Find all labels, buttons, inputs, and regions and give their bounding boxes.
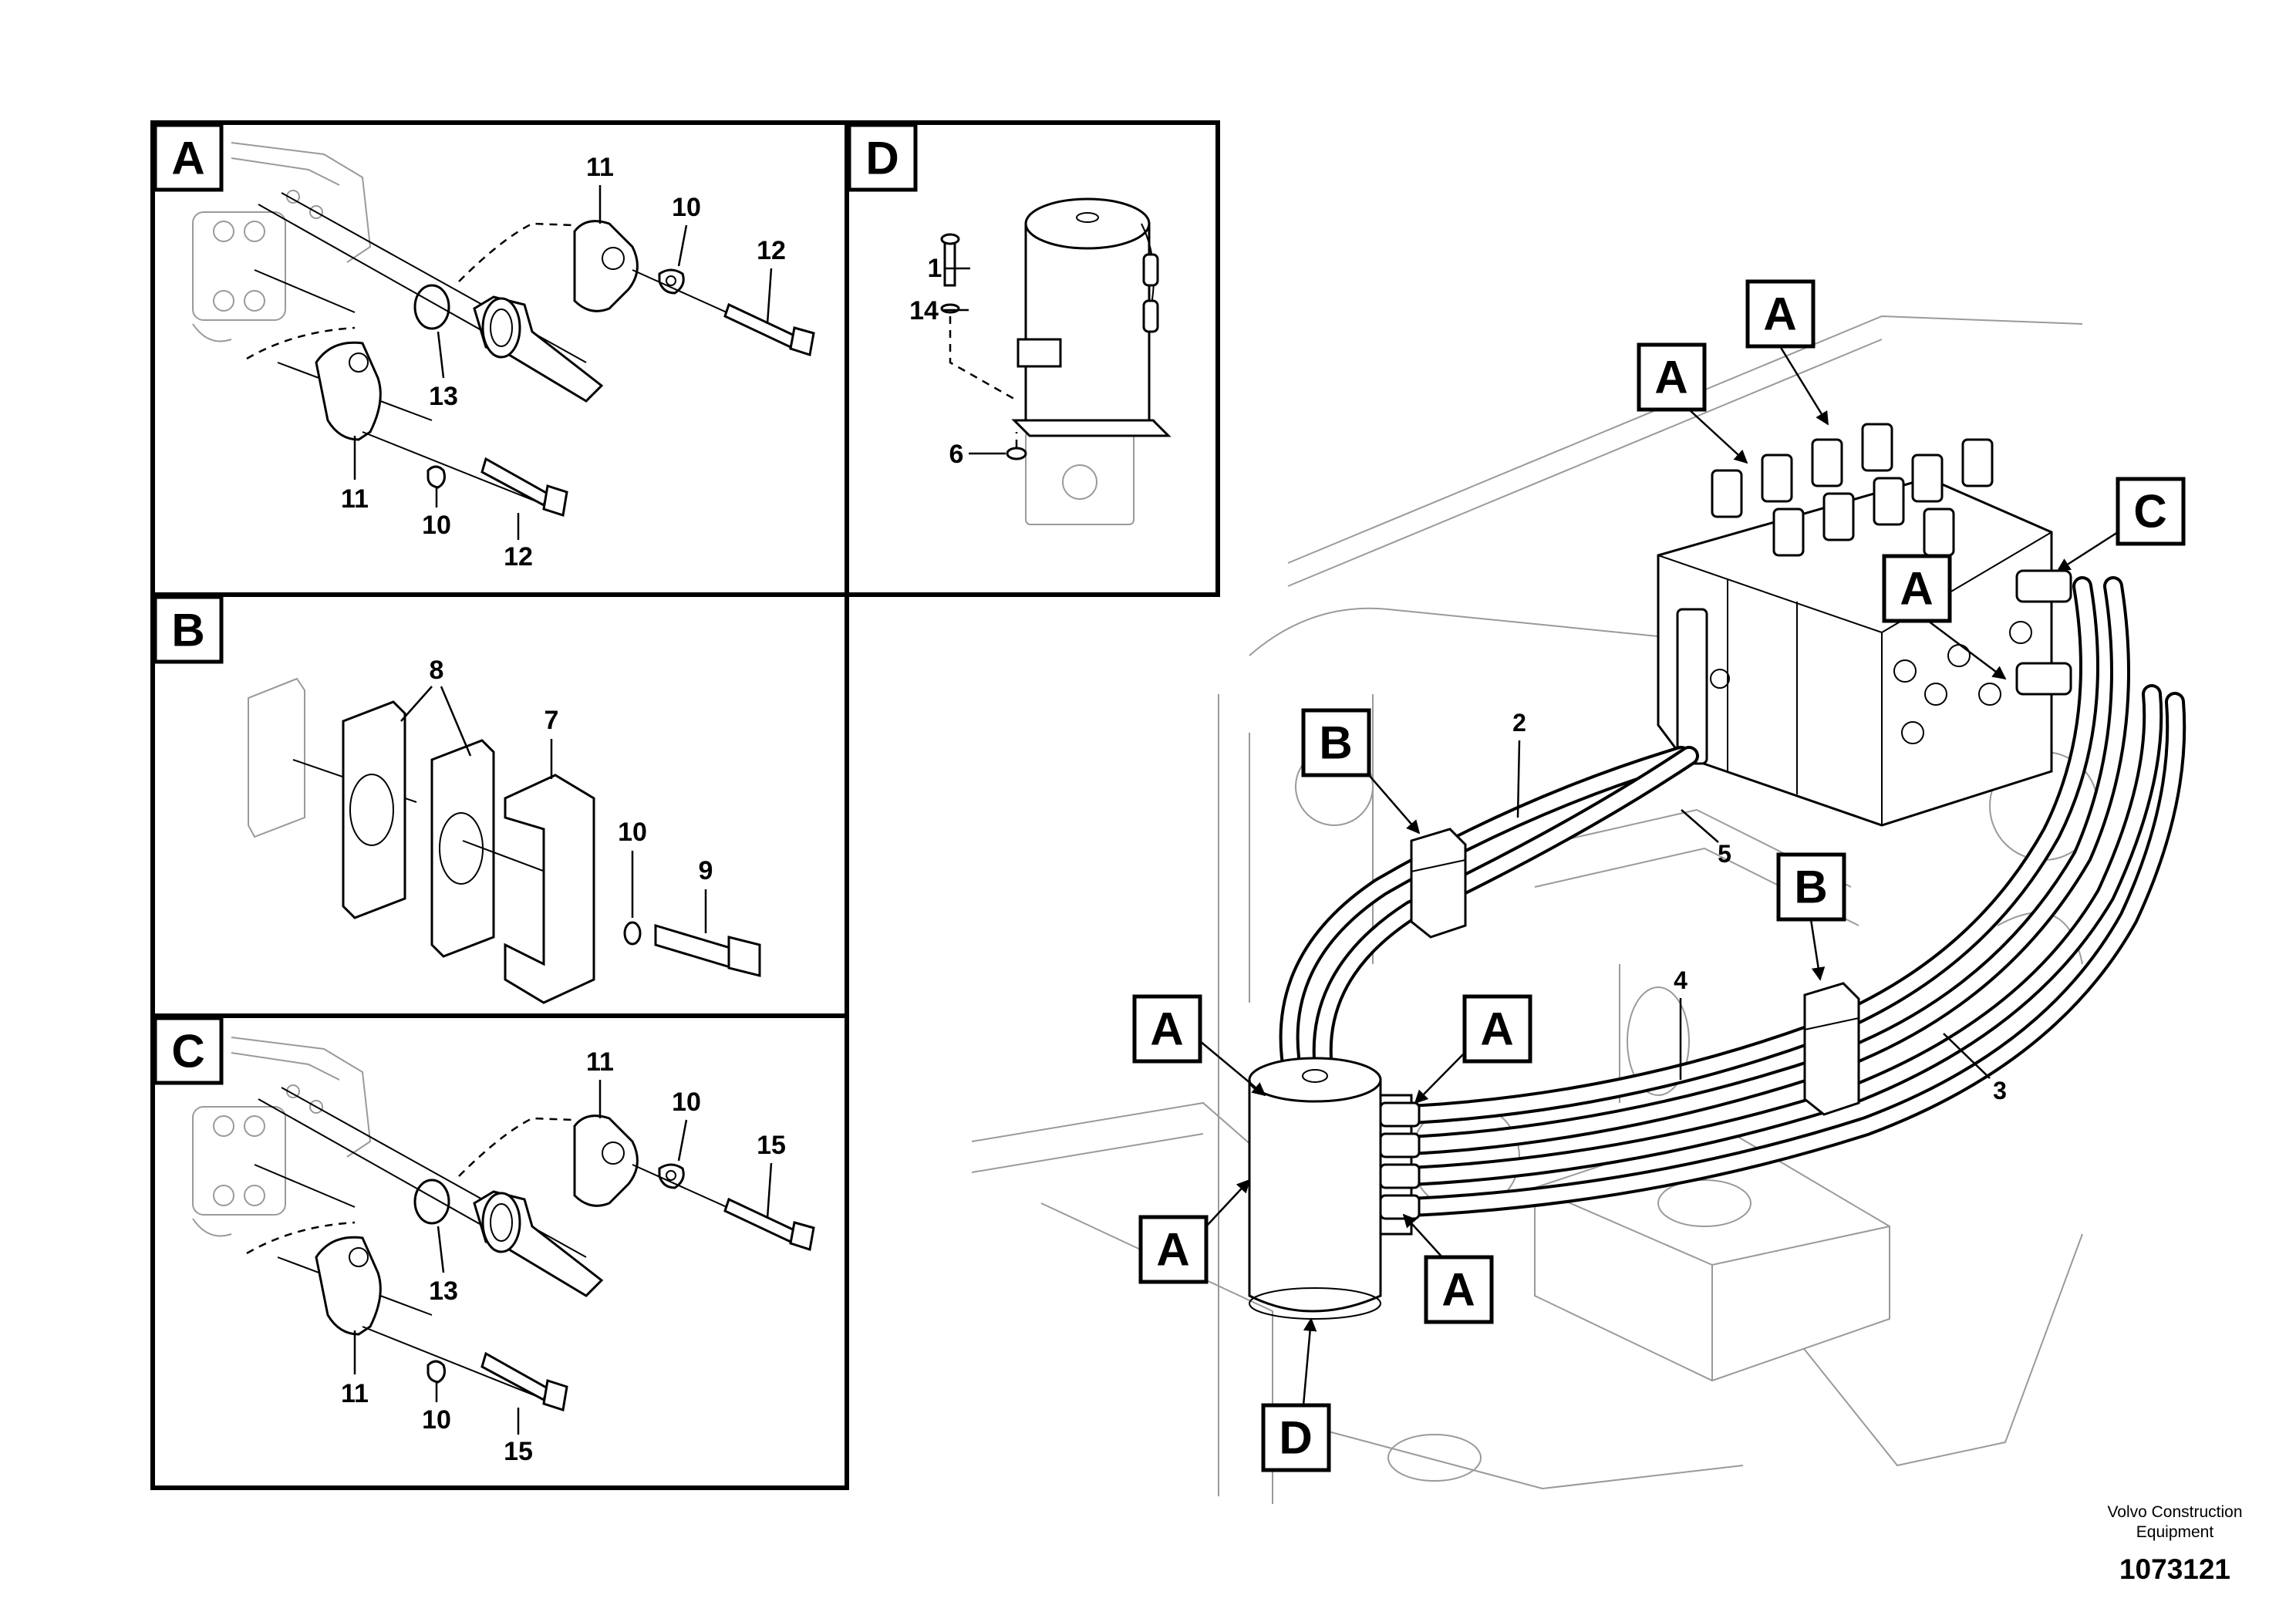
panel-d-tag-box — [847, 123, 918, 192]
drawing-number: 1073121 — [2119, 1553, 2231, 1585]
callout-c — [2116, 477, 2186, 546]
callout-b-left-letter: B — [1319, 717, 1352, 769]
callout-a-valve-letter: A — [1900, 563, 1933, 615]
panel-b-clamp-drawing — [248, 677, 761, 1004]
callout-a-right-lower — [1424, 1255, 1494, 1324]
callout-a-right-lower-letter: A — [1441, 1264, 1475, 1316]
credit-line-1: Volvo Construction — [2107, 1503, 2243, 1521]
panel-c-tag: C — [171, 1026, 204, 1077]
panel-b-tag-box — [153, 595, 224, 664]
panel-d-tag: D — [865, 133, 899, 184]
panel-d-solenoid-drawing — [940, 197, 1172, 525]
panel-c-label-11-top: 11 — [586, 1047, 614, 1077]
panel-c-flange-drawing — [192, 1037, 815, 1411]
panel-c-frame — [150, 1013, 849, 1490]
callout-a-left-lower-letter: A — [1156, 1224, 1189, 1276]
control-valve-block — [1657, 423, 2072, 827]
panel-c-label-15-bottom: 15 — [504, 1437, 533, 1466]
panel-a-label-11-bottom: 11 — [341, 484, 369, 514]
panel-c-tag-box — [153, 1016, 224, 1085]
panel-d-label-6: 6 — [949, 440, 964, 469]
callout-b-right-letter: B — [1794, 862, 1827, 913]
solenoid-cylinder — [1248, 1057, 1421, 1320]
panel-c-label-13: 13 — [429, 1276, 458, 1306]
hose-label-3: 3 — [1993, 1077, 2007, 1104]
callout-a-second — [1637, 342, 1707, 412]
panel-a-tag-box — [153, 123, 224, 192]
panel-a-label-12-bottom: 12 — [504, 542, 533, 572]
callout-d-letter: D — [1279, 1412, 1312, 1464]
panel-a-label-10-top: 10 — [672, 193, 701, 222]
hose-label-2: 2 — [1512, 709, 1526, 737]
panel-b-label-10: 10 — [618, 818, 647, 847]
hose-label-4: 4 — [1674, 966, 1687, 994]
panel-d-label-1: 1 — [928, 254, 942, 283]
hose-clamps — [1410, 828, 1860, 1116]
panel-a-label-13: 13 — [429, 382, 458, 411]
panel-b-label-9: 9 — [699, 856, 713, 885]
panel-d: D 1 14 6 — [845, 120, 1220, 597]
panel-a-label-12-top: 12 — [757, 236, 786, 265]
panel-b: B 8 7 10 9 — [150, 592, 849, 1018]
callout-a-left-upper — [1132, 994, 1202, 1064]
panel-c: C — [150, 1013, 849, 1490]
panel-a-tag: A — [171, 133, 204, 184]
callout-c-letter: C — [2133, 486, 2166, 538]
panel-d-frame — [845, 120, 1220, 597]
callout-a-second-letter: A — [1654, 352, 1687, 403]
panel-c-label-15-top: 15 — [757, 1131, 786, 1160]
main-assembly: A A C A B B A A A A D 2 5 — [971, 279, 2186, 1504]
hose-label-5: 5 — [1718, 840, 1731, 868]
panel-c-label-11-bottom: 11 — [341, 1379, 369, 1408]
panel-b-label-8: 8 — [430, 656, 444, 685]
panel-a-flange-drawing — [192, 142, 815, 517]
panel-b-tag: B — [171, 605, 204, 656]
panel-a-label-11-top: 11 — [586, 153, 614, 182]
callout-a-left-upper-letter: A — [1150, 1003, 1183, 1055]
callout-d — [1261, 1403, 1331, 1472]
callout-a-left-lower — [1138, 1215, 1209, 1284]
panel-a-label-10-bottom: 10 — [422, 511, 451, 540]
callout-a-valve — [1882, 554, 1952, 623]
panel-d-label-14: 14 — [909, 296, 939, 325]
panel-c-label-10-top: 10 — [672, 1088, 701, 1117]
callout-b-left — [1301, 708, 1371, 777]
panel-a: A — [150, 120, 849, 597]
callout-a-right-upper-letter: A — [1480, 1003, 1513, 1055]
callout-a-right-upper — [1462, 994, 1532, 1064]
panel-b-label-7: 7 — [544, 706, 559, 735]
panel-c-label-10-bottom: 10 — [422, 1405, 451, 1435]
publisher-credit: Volvo Construction Equipment 1073121 — [2052, 1502, 2296, 1586]
callout-a-top-letter: A — [1763, 288, 1796, 340]
callout-a-top — [1745, 279, 1816, 349]
credit-line-2: Equipment — [2136, 1523, 2214, 1541]
panel-a-frame — [150, 120, 849, 597]
